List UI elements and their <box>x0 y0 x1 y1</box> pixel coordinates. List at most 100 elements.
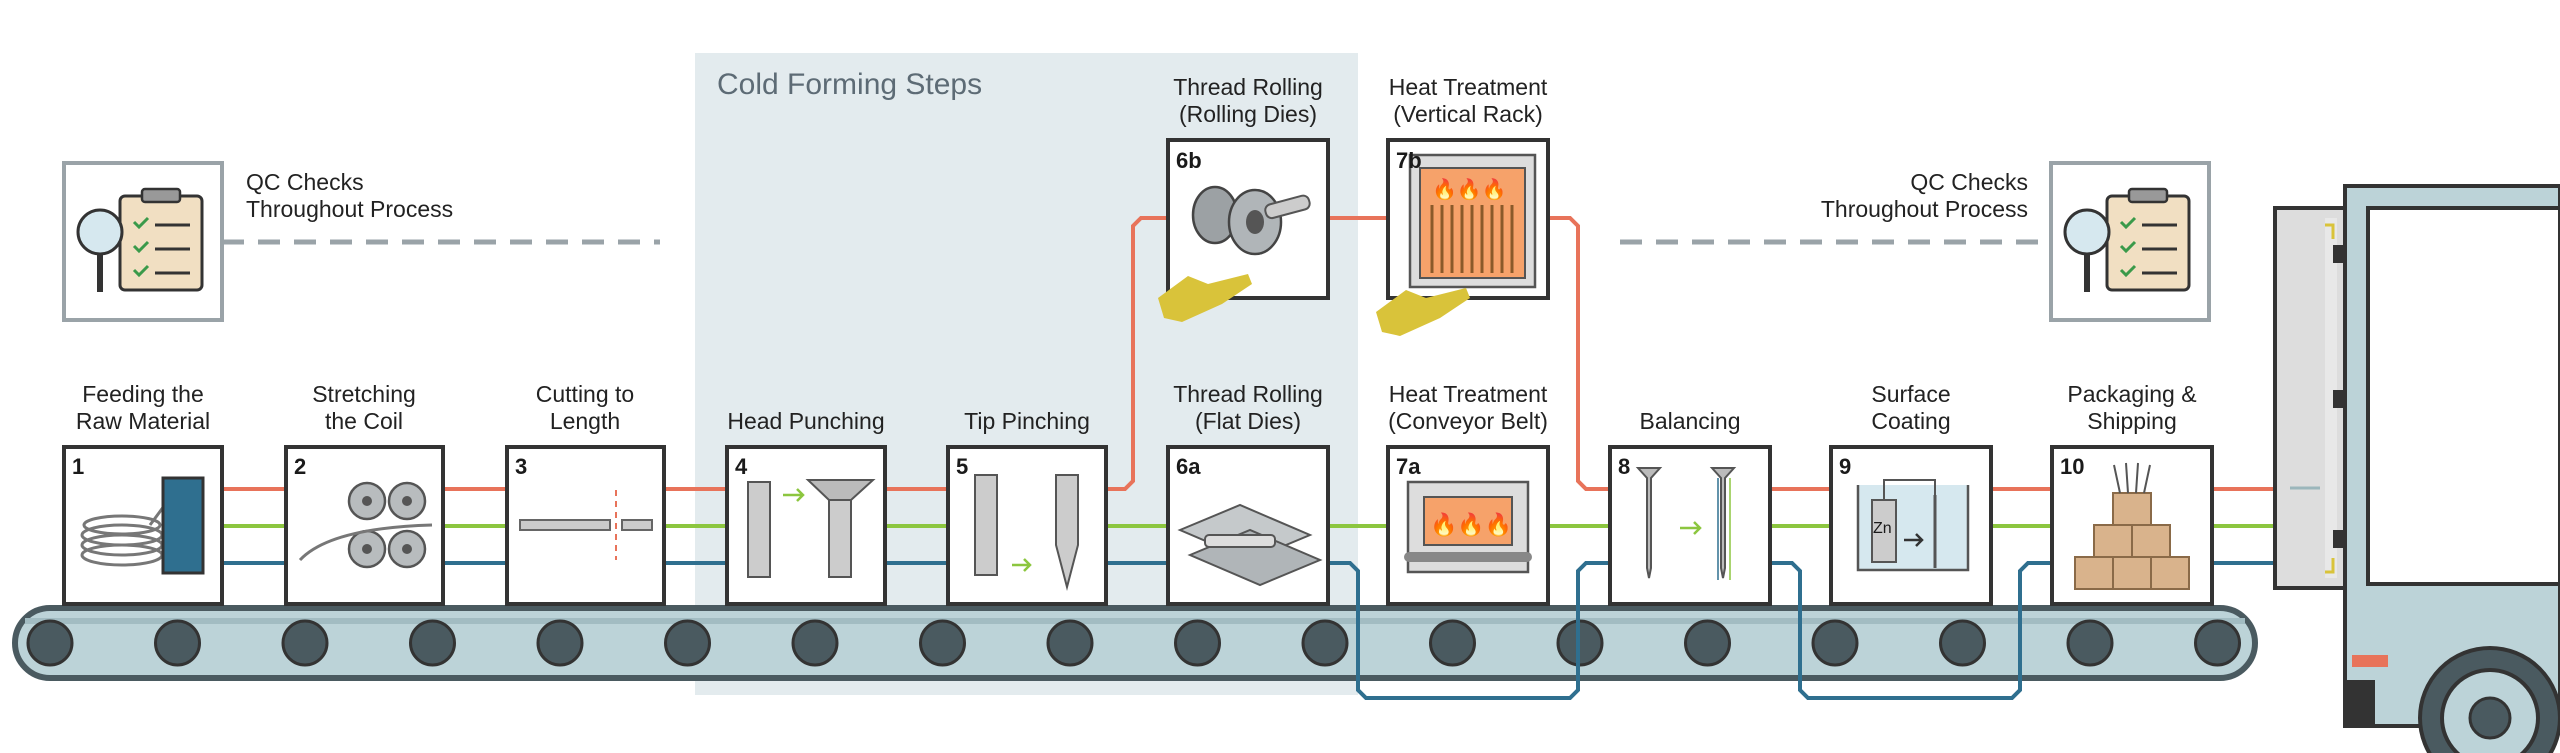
step-box-6b <box>1158 138 1330 322</box>
step-label-line2: (Vertical Rack) <box>1393 101 1543 127</box>
step-box-7b: 🔥🔥🔥 <box>1376 138 1550 336</box>
step-number-6a: 6a <box>1176 454 1201 479</box>
step-label-1: Feeding the Raw Material <box>43 381 243 435</box>
orange-line <box>1106 216 1168 491</box>
step-label-10: Packaging & Shipping <box>2032 381 2232 435</box>
step-label-line2: Raw Material <box>75 408 211 434</box>
step-label-9: Surface Coating <box>1811 381 2011 435</box>
step-label-line1: Surface <box>1871 381 1951 407</box>
furnace-icon: 🔥🔥🔥 <box>1404 480 1532 574</box>
step-number-3: 3 <box>515 454 528 479</box>
balancing-icon <box>1635 467 1737 580</box>
qc-label-left-line1: QC Checks <box>246 169 364 195</box>
blue-line <box>1770 561 2052 700</box>
step-box-6a <box>1166 445 1330 606</box>
step-label-line2: Balancing <box>1639 408 1741 434</box>
step-label-line2: Length <box>549 408 621 434</box>
conveyor-roller <box>1301 619 1349 667</box>
step-label-4: Head Punching <box>706 408 906 435</box>
step-label-line1: Packaging & <box>2067 381 2197 407</box>
hand-icon <box>1158 274 1252 322</box>
wire-coil-icon <box>80 476 205 575</box>
step-label-line1: Stretching <box>312 381 416 407</box>
qc-label-left: QC Checks Throughout Process <box>246 169 453 223</box>
blue-line <box>1328 561 1610 700</box>
step-label-line2: the Coil <box>325 408 403 434</box>
step-number-8: 8 <box>1618 454 1631 479</box>
cutting-icon <box>519 490 653 560</box>
step-box-9 <box>1829 445 1993 606</box>
step-label-line1: Feeding the <box>82 381 204 407</box>
qc-label-right-line2: Throughout Process <box>1820 196 2028 222</box>
step-label-line2: Head Punching <box>727 408 885 434</box>
conveyor-roller <box>154 619 201 667</box>
hand-icon <box>1376 288 1470 336</box>
conveyor-roller <box>919 619 966 667</box>
qc-checklist-icon-left <box>62 161 224 322</box>
step-box-1 <box>62 445 224 606</box>
conveyor-roller <box>1684 619 1731 667</box>
step-label-6a: Thread Rolling (Flat Dies) <box>1148 381 1348 435</box>
conveyor-roller <box>2194 619 2241 667</box>
conveyor-roller <box>1939 619 1986 667</box>
step-label-line2: (Flat Dies) <box>1194 408 1302 434</box>
step-label-line2: (Rolling Dies) <box>1178 101 1318 127</box>
qc-checklist-icon-right <box>2049 161 2211 322</box>
qc-label-right: QC Checks Throughout Process <box>1821 169 2028 223</box>
conveyor-roller <box>2066 619 2114 667</box>
orange-line <box>1548 216 1610 491</box>
step-number-1: 1 <box>72 454 85 479</box>
step-label-line2: (Conveyor Belt) <box>1388 408 1548 434</box>
step-number-5: 5 <box>956 454 969 479</box>
zinc-bath-icon <box>1856 479 1970 572</box>
step-label-3: Cutting to Length <box>485 381 685 435</box>
head-punching-icon <box>747 479 876 578</box>
step-label-8: Balancing <box>1590 408 1790 435</box>
step-box-4 <box>725 445 887 606</box>
step-box-10 <box>2050 445 2214 606</box>
vertical-rack-icon: 🔥🔥🔥 <box>1408 153 1537 289</box>
rolling-dies-icon <box>1191 185 1311 256</box>
step-label-line1: Thread Rolling <box>1173 381 1323 407</box>
step-label-line1: Heat Treatment <box>1388 74 1548 100</box>
conveyor-roller <box>26 619 74 667</box>
step-box-5 <box>946 445 1108 606</box>
zinc-label: Zn <box>1873 520 1892 537</box>
step-number-7a: 7a <box>1396 454 1421 479</box>
conveyor-roller <box>664 619 711 667</box>
conveyor-roller <box>536 619 584 667</box>
qc-label-right-line1: QC Checks <box>1910 169 2028 195</box>
step-box-7a: 🔥🔥🔥 <box>1386 445 1550 606</box>
step-label-7a: Heat Treatment (Conveyor Belt) <box>1368 381 1568 435</box>
conveyor-rollers <box>26 619 2241 667</box>
conveyor-roller <box>281 619 329 667</box>
step-label-6b: Thread Rolling (Rolling Dies) <box>1148 74 1348 128</box>
qc-label-left-line2: Throughout Process <box>246 196 454 222</box>
step-number-4: 4 <box>735 454 748 479</box>
svg-text:🔥🔥🔥: 🔥🔥🔥 <box>1430 512 1512 538</box>
step-label-line2: Coating <box>1871 408 1951 434</box>
rollers-icon <box>298 481 433 569</box>
truck-icon <box>2273 184 2560 753</box>
cold-forming-label: Cold Forming Steps <box>717 68 983 101</box>
step-box-3 <box>505 445 666 606</box>
step-label-7b: Heat Treatment (Vertical Rack) <box>1368 74 1568 128</box>
step-label-line1: Thread Rolling <box>1173 74 1323 100</box>
step-number-2: 2 <box>294 454 307 479</box>
conveyor-roller <box>1046 619 1094 667</box>
conveyor-belt <box>12 605 2258 681</box>
step-label-5: Tip Pinching <box>927 408 1127 435</box>
step-number-7b: 7b <box>1396 148 1422 173</box>
step-number-6b: 6b <box>1176 148 1202 173</box>
flat-dies-icon <box>1177 503 1323 587</box>
conveyor-roller <box>791 619 839 667</box>
step-box-2 <box>284 445 445 606</box>
step-box-8 <box>1608 445 1772 606</box>
conveyor-roller <box>409 619 456 667</box>
step-number-9: 9 <box>1839 454 1852 479</box>
conveyor-roller <box>1429 619 1476 667</box>
step-label-line1: Heat Treatment <box>1388 381 1548 407</box>
conveyor-roller <box>1174 619 1221 667</box>
boxes-icon <box>2074 462 2190 590</box>
